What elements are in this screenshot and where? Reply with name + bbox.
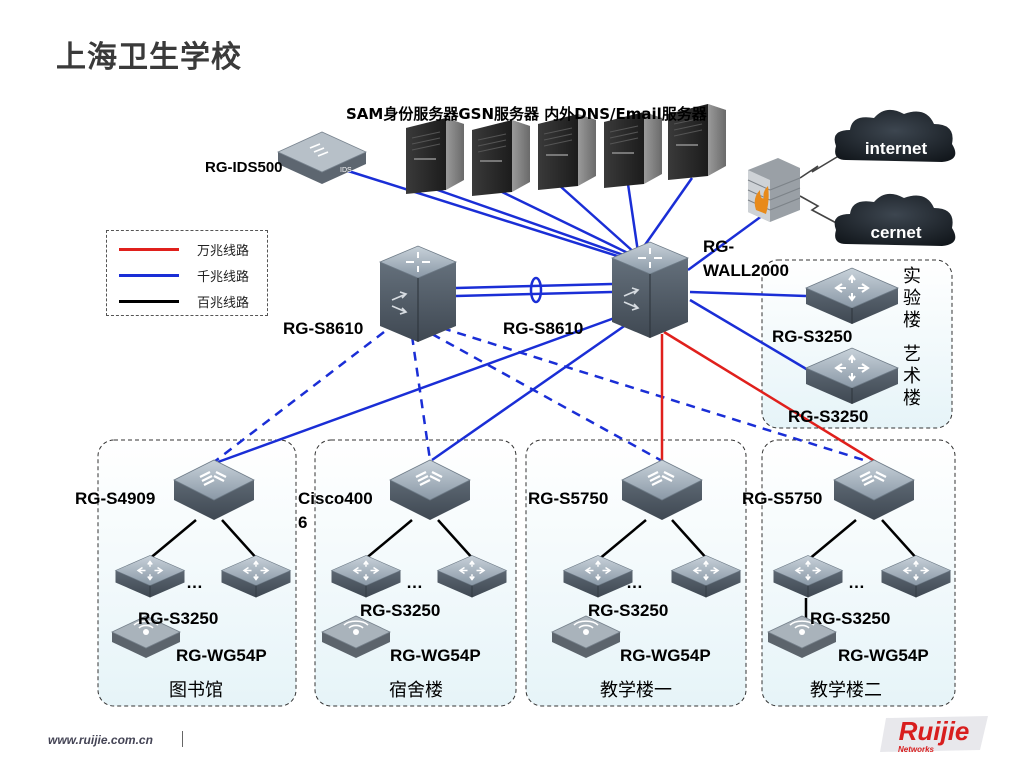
teaching2-ap-label: RG-WG54P xyxy=(838,646,929,665)
library-ellipsis: … xyxy=(186,573,203,592)
dorm-name: 宿舍楼 xyxy=(389,680,443,701)
legend-item-hundred: 百兆线路 xyxy=(119,291,249,311)
logo-sub: Networks xyxy=(898,745,935,754)
servers-label: SAM身份服务器GSN服务器 内外DNS/Email服务器 xyxy=(346,105,708,123)
cernet-label: cernet xyxy=(870,223,921,242)
link-aggregation-ring xyxy=(529,276,543,304)
legend-item-ten-gig: 万兆线路 xyxy=(119,239,249,259)
ids-badge: IDS xyxy=(340,167,352,174)
lab-switch-label: RG-S3250 xyxy=(772,327,852,346)
teaching2-access-label: RG-S3250 xyxy=(810,609,890,628)
core-switch-left xyxy=(379,245,457,343)
library-ap-label: RG-WG54P xyxy=(176,646,267,665)
lab-char-3: 楼 xyxy=(903,310,921,331)
teaching2-agg-label: RG-S5750 xyxy=(742,489,822,508)
firewall xyxy=(747,158,801,222)
legend-item-gig: 千兆线路 xyxy=(119,265,249,285)
footer-url[interactable]: www.ruijie.com.cn xyxy=(48,733,153,747)
footer-divider xyxy=(182,731,183,747)
teaching1-ap-label: RG-WG54P xyxy=(620,646,711,665)
internet-label: internet xyxy=(865,139,928,158)
lab-char-2: 验 xyxy=(903,288,921,309)
dorm-ap-label: RG-WG54P xyxy=(390,646,481,665)
teaching1-ellipsis: … xyxy=(626,573,643,592)
lab-char-1: 实 xyxy=(903,266,921,287)
legend: 万兆线路 千兆线路 百兆线路 xyxy=(106,230,268,316)
art-char-3: 楼 xyxy=(903,388,921,409)
server-dns-in xyxy=(537,113,597,191)
dorm-agg-label-1: Cisco400 xyxy=(298,489,373,508)
backup-links xyxy=(213,326,871,464)
hundred-meg-links xyxy=(147,519,919,618)
internet-cloud: internet xyxy=(834,109,956,162)
server-links xyxy=(217,168,809,464)
teaching2-ellipsis: … xyxy=(848,573,865,592)
cernet-cloud: cernet xyxy=(834,193,956,246)
dorm-ellipsis: … xyxy=(406,573,423,592)
legend-label: 千兆线路 xyxy=(197,269,250,285)
firewall-label-line1: RG- xyxy=(703,237,734,256)
legend-swatch-black xyxy=(119,299,179,303)
server-gsn xyxy=(471,119,531,197)
teaching1-access-label: RG-S3250 xyxy=(588,601,668,620)
firewall-label-line2: WALL2000 xyxy=(703,261,789,280)
teaching1-name: 教学楼一 xyxy=(600,680,672,701)
server-sam xyxy=(405,117,465,195)
dorm-access-label: RG-S3250 xyxy=(360,601,440,620)
dorm-agg-label-2: 6 xyxy=(298,513,307,532)
legend-label: 万兆线路 xyxy=(197,243,250,259)
core-right-label: RG-S8610 xyxy=(503,319,583,338)
teaching1-agg-label: RG-S5750 xyxy=(528,489,608,508)
library-agg-label: RG-S4909 xyxy=(75,489,155,508)
art-switch-label: RG-S3250 xyxy=(788,407,868,426)
logo-text: Ruijie xyxy=(899,716,970,746)
art-char-1: 艺 xyxy=(903,344,921,365)
legend-swatch-blue xyxy=(119,273,179,277)
ids-appliance: IDS xyxy=(277,131,367,184)
art-char-2: 术 xyxy=(903,366,921,387)
ruijie-logo: Ruijie Networks xyxy=(876,712,990,756)
library-access-label: RG-S3250 xyxy=(138,609,218,628)
library-name: 图书馆 xyxy=(169,680,223,701)
page-title: 上海卫生学校 xyxy=(56,40,242,75)
ids-label: RG-IDS500 xyxy=(205,159,283,176)
legend-swatch-red xyxy=(119,247,179,251)
core-switch-right xyxy=(611,241,689,339)
teaching2-name: 教学楼二 xyxy=(810,680,882,701)
core-left-label: RG-S8610 xyxy=(283,319,363,338)
legend-label: 百兆线路 xyxy=(197,295,250,311)
server-dns-out xyxy=(603,111,663,189)
ten-gig-links xyxy=(660,330,877,464)
wan-links xyxy=(799,153,843,227)
